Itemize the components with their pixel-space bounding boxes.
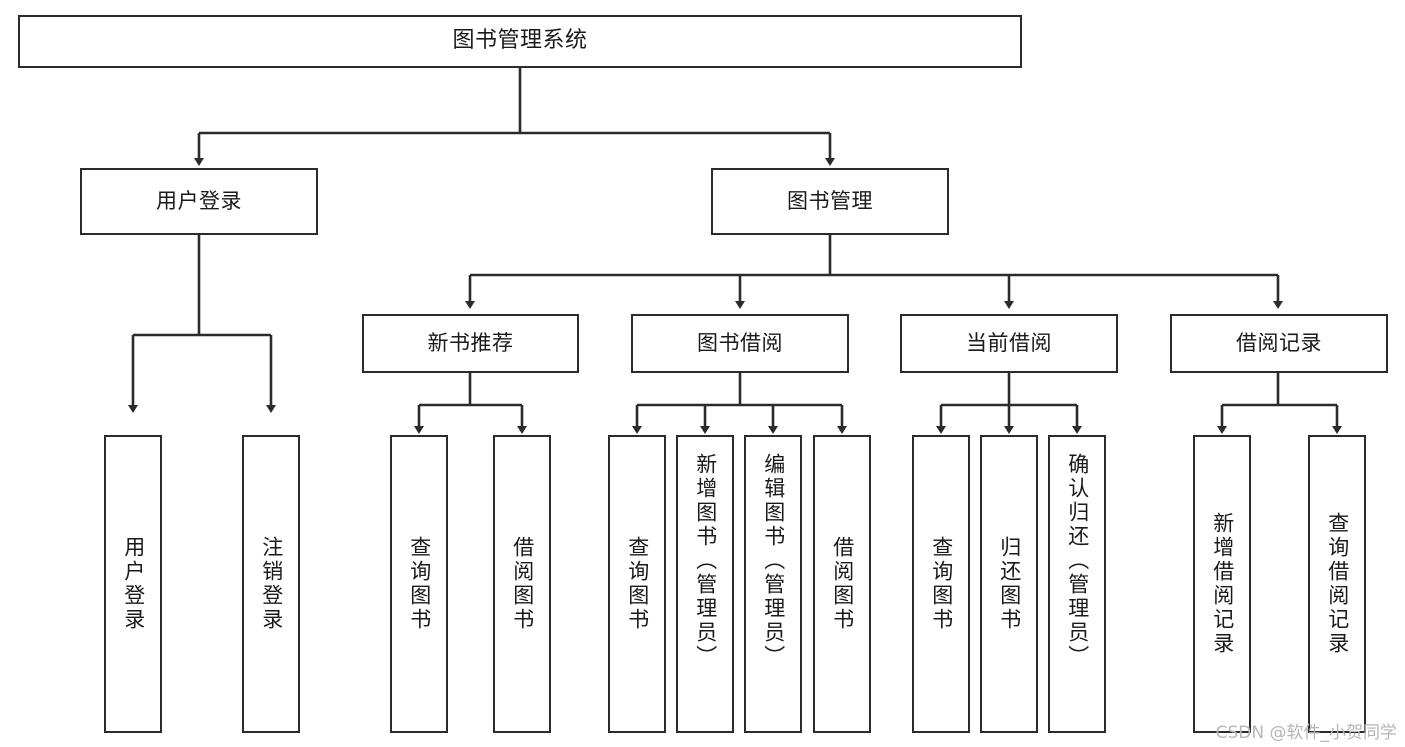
leaf-query-book-current[interactable]: 查询图书 [912,435,970,733]
node-label: 用户登录 [121,536,146,632]
leaf-borrow-book-recommend[interactable]: 借阅图书 [493,435,551,733]
node-label: 查询借阅记录 [1325,512,1350,656]
node-label: 确认归还（管理员） [1065,453,1090,669]
leaf-return-book[interactable]: 归还图书 [980,435,1038,733]
csdn-watermark: CSDN @软件_小贺同学 [1215,723,1397,743]
node-label: 查询图书 [407,536,432,632]
node-borrow-record[interactable]: 借阅记录 [1170,314,1388,373]
node-label: 借阅图书 [510,536,535,632]
leaf-query-book-recommend[interactable]: 查询图书 [390,435,448,733]
node-book-borrow[interactable]: 图书借阅 [631,314,849,373]
node-label: 用户登录 [156,188,242,213]
leaf-logout-login[interactable]: 注销登录 [242,435,300,733]
node-current-borrow[interactable]: 当前借阅 [900,314,1118,373]
node-label: 借阅记录 [1236,330,1322,355]
leaf-add-book-admin[interactable]: 新增图书（管理员） [676,435,734,733]
leaf-add-borrow-record[interactable]: 新增借阅记录 [1193,435,1251,733]
node-label: 图书管理系统 [452,28,588,54]
node-root-book-management-system[interactable]: 图书管理系统 [18,15,1022,68]
node-label: 注销登录 [259,536,284,632]
node-label: 借阅图书 [830,536,855,632]
node-book-management[interactable]: 图书管理 [711,168,949,235]
node-label: 新增图书（管理员） [693,453,718,669]
node-label: 新增借阅记录 [1210,512,1235,656]
node-label: 新书推荐 [427,330,514,355]
leaf-confirm-return-admin[interactable]: 确认归还（管理员） [1048,435,1106,733]
node-label: 查询图书 [625,536,650,632]
leaf-edit-book-admin[interactable]: 编辑图书（管理员） [744,435,802,733]
node-label: 归还图书 [997,536,1022,632]
leaf-borrow-book-borrow[interactable]: 借阅图书 [813,435,871,733]
leaf-user-login[interactable]: 用户登录 [104,435,162,733]
node-user-login[interactable]: 用户登录 [80,168,318,235]
node-label: 图书管理 [787,188,873,213]
node-label: 当前借阅 [966,330,1052,355]
leaf-query-borrow-record[interactable]: 查询借阅记录 [1308,435,1366,733]
node-label: 图书借阅 [697,330,783,355]
node-label: 查询图书 [929,536,954,632]
leaf-query-book-borrow[interactable]: 查询图书 [608,435,666,733]
node-label: 编辑图书（管理员） [761,453,786,669]
node-new-book-recommend[interactable]: 新书推荐 [362,314,579,373]
